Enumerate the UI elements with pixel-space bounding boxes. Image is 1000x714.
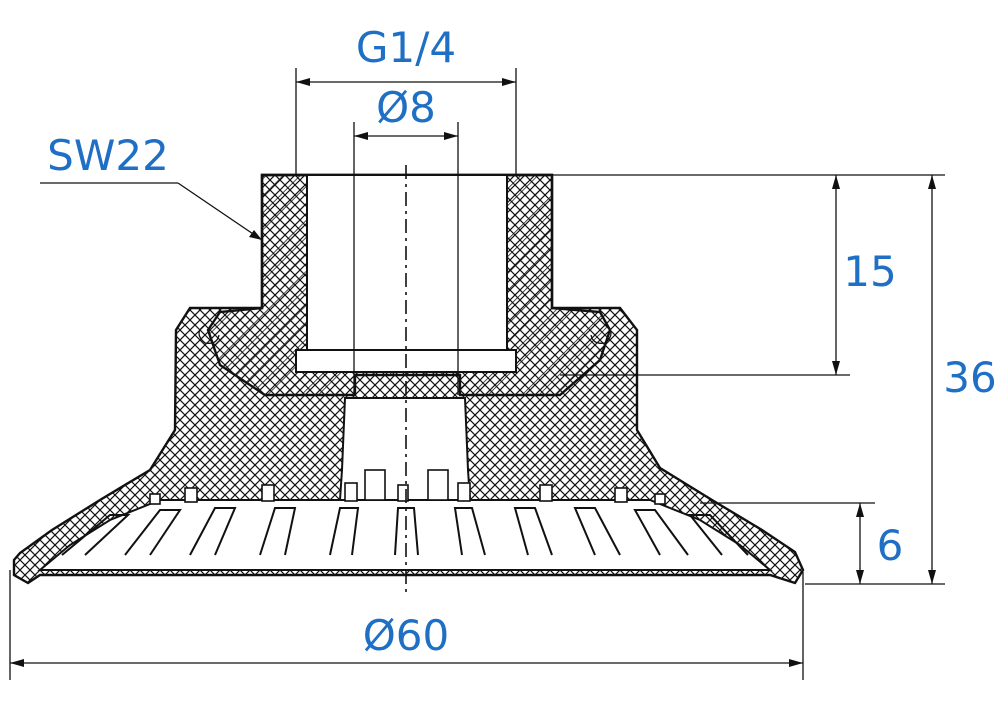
suction-chamber	[37, 499, 773, 571]
support-posts	[149, 469, 666, 505]
left-notch	[198, 324, 220, 344]
right-notch	[590, 324, 612, 344]
wrench-label: SW22	[47, 131, 169, 180]
lip-height-label: 6	[877, 521, 904, 570]
total-height-label: 36	[943, 353, 996, 402]
rubber-body	[12, 173, 805, 585]
thread-depth-label: 15	[843, 247, 896, 296]
thread-label: G1/4	[356, 23, 456, 72]
bore-label: Ø8	[376, 83, 436, 132]
diameter-label: Ø60	[363, 611, 450, 660]
radial-ribs	[61, 507, 749, 556]
thread-bore	[306, 174, 508, 351]
